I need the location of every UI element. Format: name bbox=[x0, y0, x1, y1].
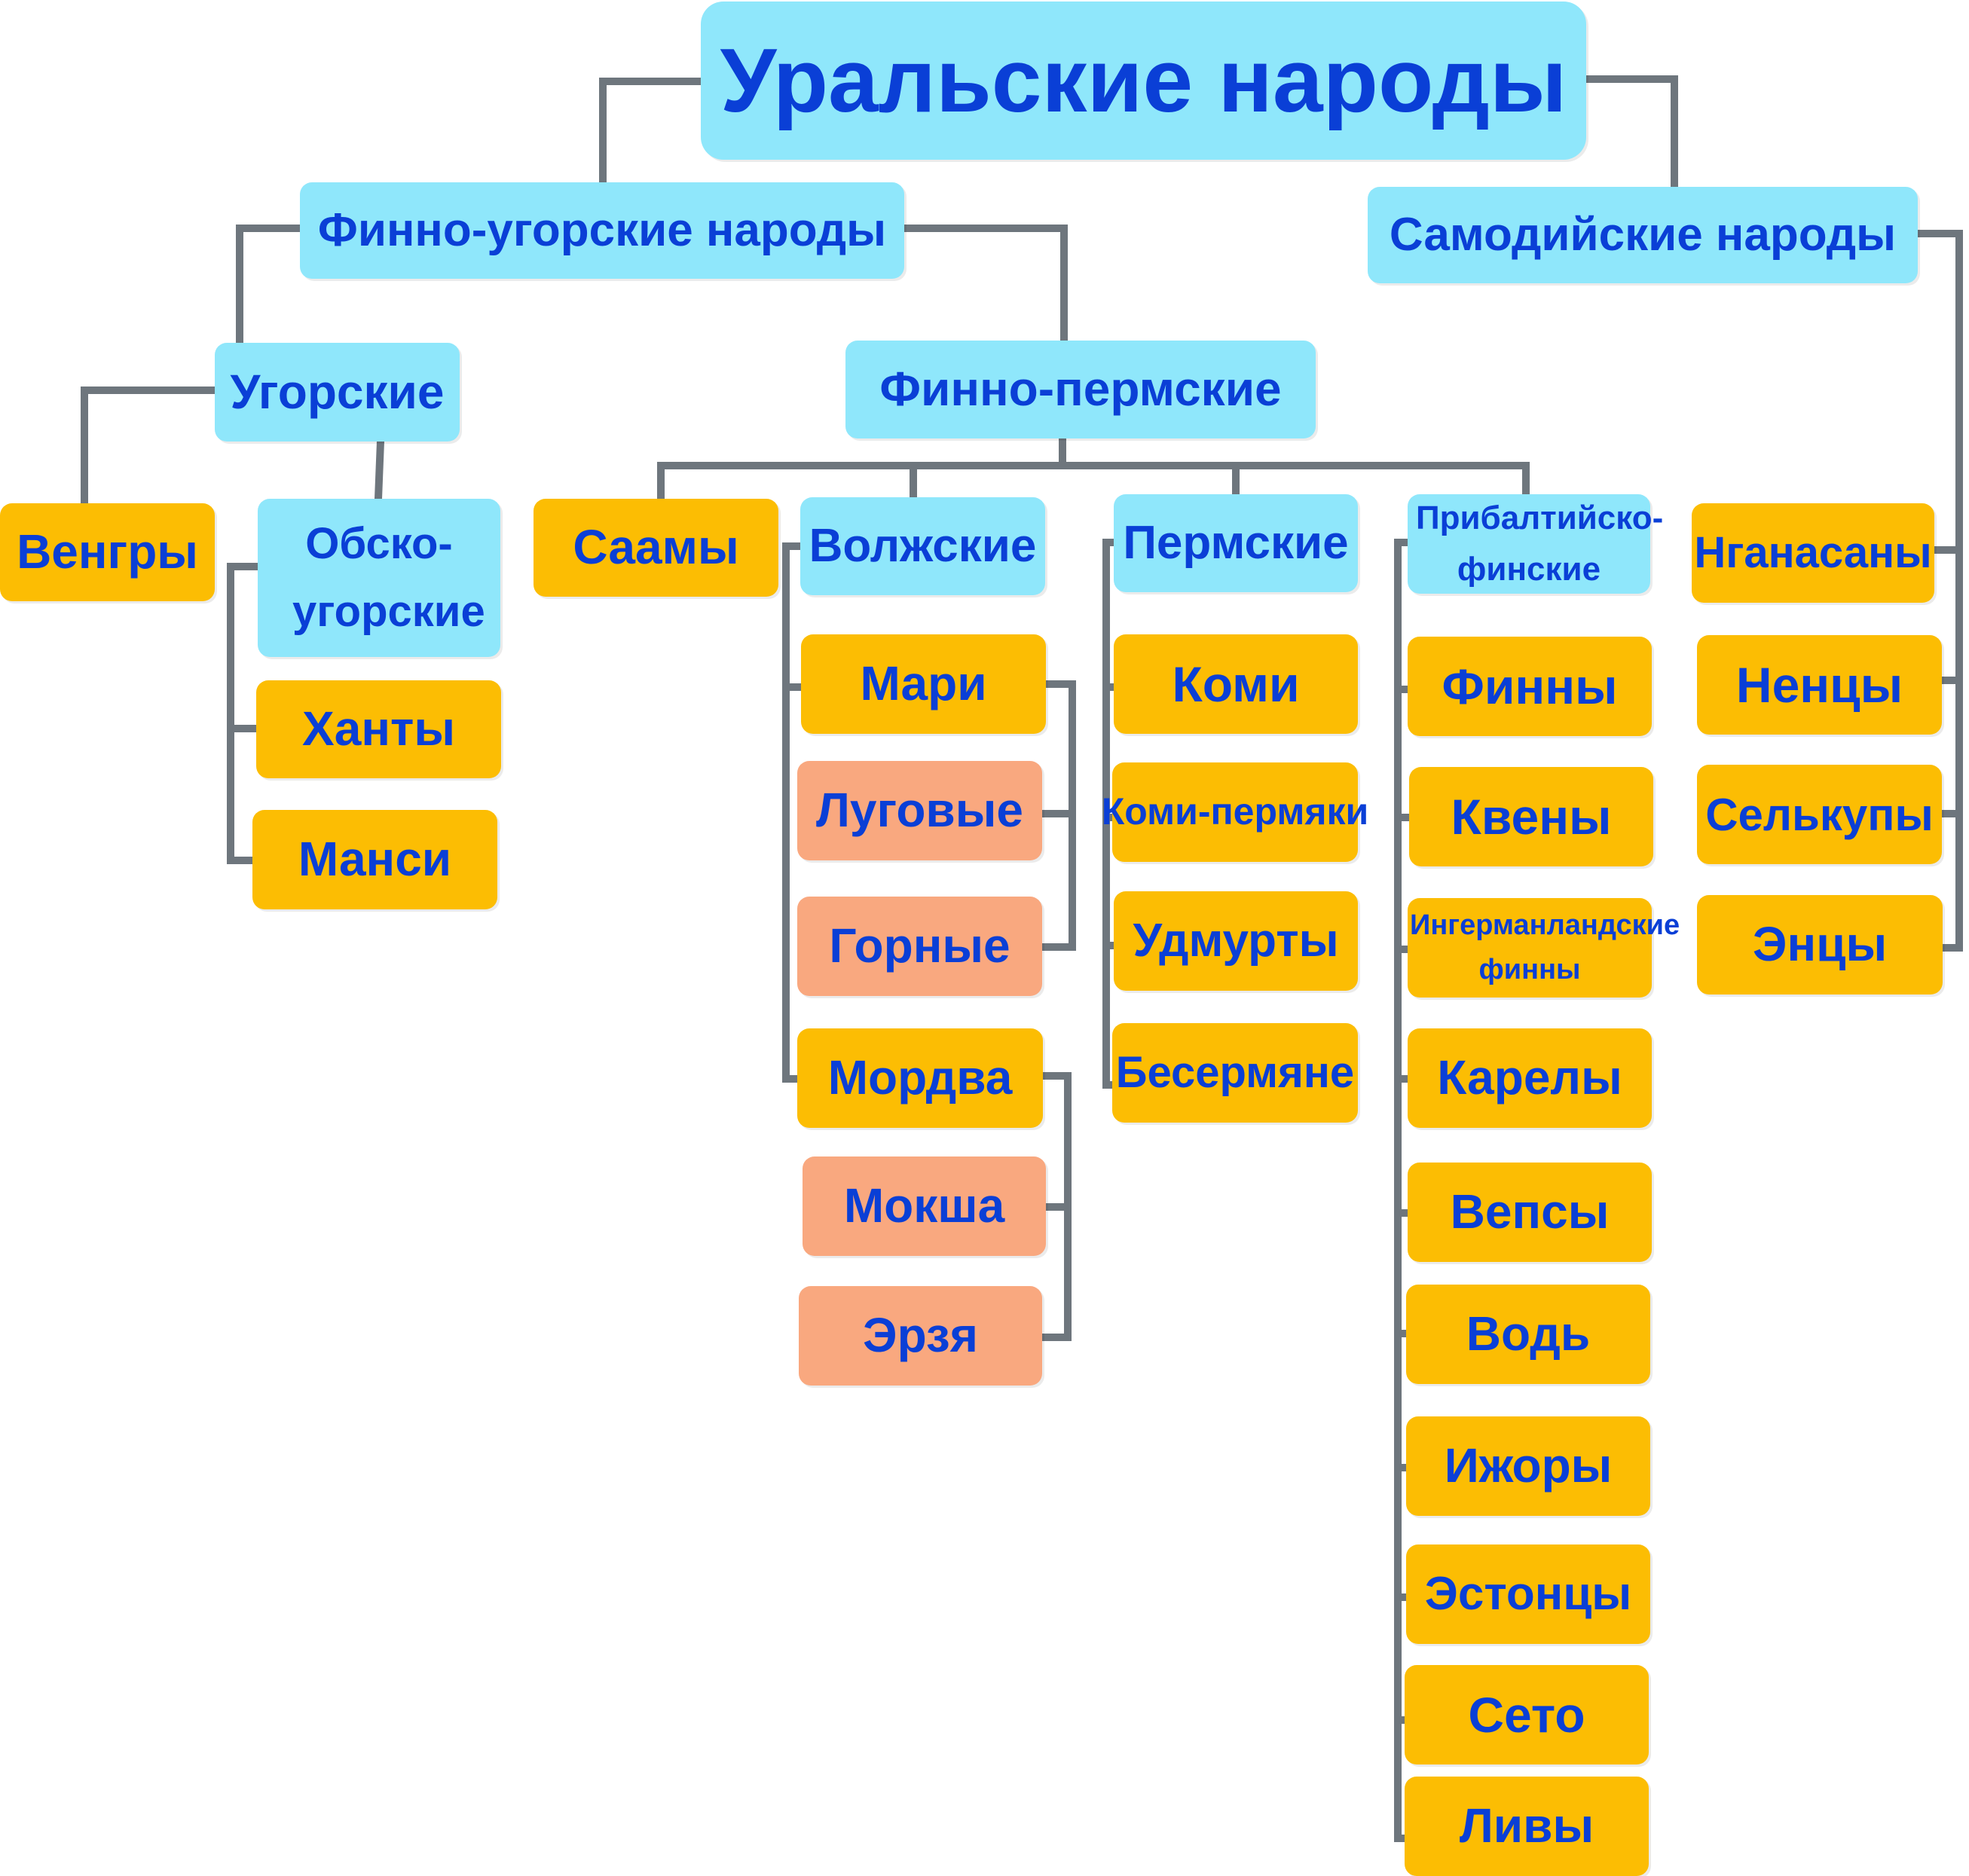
node-hungarians: Венгры bbox=[0, 503, 215, 601]
node-saami-label: Саамы bbox=[573, 520, 739, 575]
node-besermyans: Бесермяне bbox=[1112, 1023, 1358, 1123]
node-seto-label: Сето bbox=[1468, 1686, 1585, 1743]
node-finno-ugric: Финно-угорские народы bbox=[300, 182, 904, 279]
node-erzya: Эрзя bbox=[799, 1286, 1042, 1386]
node-nenets-label: Ненцы bbox=[1735, 656, 1903, 713]
node-nenets: Ненцы bbox=[1697, 635, 1942, 735]
node-mansi: Манси bbox=[252, 810, 497, 909]
node-mansi-label: Манси bbox=[298, 832, 452, 887]
node-permic: Пермские bbox=[1114, 494, 1358, 592]
node-estonians-label: Эстонцы bbox=[1424, 1567, 1632, 1620]
node-ob-ugric-label: Обско-угорские bbox=[292, 519, 485, 636]
node-komi: Коми bbox=[1114, 634, 1358, 734]
node-kvens: Квены bbox=[1409, 767, 1653, 866]
node-besermyans-label: Бесермяне bbox=[1115, 1048, 1355, 1098]
node-selkups: Селькупы bbox=[1697, 765, 1942, 864]
node-estonians: Эстонцы bbox=[1406, 1544, 1650, 1644]
node-livs: Ливы bbox=[1405, 1777, 1649, 1876]
node-karelians: Карелы bbox=[1408, 1028, 1652, 1128]
node-erzya-label: Эрзя bbox=[863, 1308, 978, 1363]
node-veps: Вепсы bbox=[1408, 1163, 1652, 1262]
node-mordva-label: Мордва bbox=[827, 1050, 1013, 1105]
node-volga-label: Волжские bbox=[809, 519, 1037, 572]
node-selkups-label: Селькупы bbox=[1705, 789, 1934, 840]
node-hungarians-label: Венгры bbox=[17, 524, 198, 579]
node-samoyedic-label: Самодийские народы bbox=[1389, 208, 1897, 261]
node-ugric: Угорские bbox=[215, 343, 460, 442]
node-finno-permic: Финно-пермские bbox=[845, 341, 1316, 438]
root-node: Уральские народы bbox=[701, 2, 1586, 160]
node-komi-label: Коми bbox=[1172, 655, 1300, 712]
node-enets: Энцы bbox=[1697, 895, 1943, 995]
node-samoyedic: Самодийские народы bbox=[1368, 187, 1918, 283]
root-title: Уральские народы bbox=[720, 30, 1567, 131]
node-livs-label: Ливы bbox=[1459, 1798, 1594, 1853]
node-ingrian-finns-label: Ингерманландские финны bbox=[1410, 909, 1680, 985]
node-moksha-label: Мокша bbox=[843, 1178, 1005, 1233]
node-khanty: Ханты bbox=[256, 680, 501, 778]
node-izhorians: Ижоры bbox=[1406, 1416, 1650, 1516]
node-mari: Мари bbox=[801, 634, 1046, 734]
node-finno-ugric-label: Финно-угорские народы bbox=[317, 203, 887, 256]
node-komi-permyaks-label: Коми-пермяки bbox=[1101, 790, 1369, 833]
node-saami: Саамы bbox=[534, 499, 778, 597]
node-seto: Сето bbox=[1405, 1665, 1649, 1764]
node-moksha: Мокша bbox=[803, 1156, 1046, 1256]
node-permic-label: Пермские bbox=[1123, 516, 1349, 569]
node-udmurts: Удмурты bbox=[1114, 891, 1358, 991]
node-finno-permic-label: Финно-пермские bbox=[879, 362, 1282, 417]
node-khanty-label: Ханты bbox=[302, 701, 455, 756]
node-nganasans: Нганасаны bbox=[1692, 503, 1934, 603]
node-enets-label: Энцы bbox=[1752, 917, 1888, 972]
node-meadow-mari: Луговые bbox=[797, 761, 1042, 860]
node-komi-permyaks: Коми-пермяки bbox=[1102, 762, 1368, 862]
node-mountain-mari-label: Горные bbox=[829, 918, 1010, 973]
node-finns: Финны bbox=[1408, 637, 1652, 736]
node-mountain-mari: Горные bbox=[797, 897, 1042, 996]
node-mari-label: Мари bbox=[860, 656, 987, 711]
node-udmurts-label: Удмурты bbox=[1133, 914, 1339, 967]
node-ob-ugric: Обско-угорские bbox=[258, 499, 500, 657]
node-baltic-finnic: Прибалтийско-финские bbox=[1408, 494, 1664, 594]
node-votes-label: Водь bbox=[1466, 1306, 1591, 1361]
node-karelians-label: Карелы bbox=[1437, 1050, 1622, 1105]
node-finns-label: Финны bbox=[1442, 658, 1618, 714]
node-izhorians-label: Ижоры bbox=[1444, 1438, 1613, 1493]
node-ingrian-finns: Ингерманландские финны bbox=[1408, 898, 1680, 998]
node-votes: Водь bbox=[1406, 1285, 1650, 1384]
node-baltic-finnic-label: Прибалтийско-финские bbox=[1416, 499, 1664, 588]
node-volga: Волжские bbox=[800, 497, 1045, 595]
node-veps-label: Вепсы bbox=[1450, 1184, 1610, 1239]
node-nganasans-label: Нганасаны bbox=[1694, 528, 1932, 578]
node-ugric-label: Угорские bbox=[230, 364, 445, 419]
node-meadow-mari-label: Луговые bbox=[816, 783, 1023, 838]
node-mordva: Мордва bbox=[797, 1028, 1043, 1128]
node-kvens-label: Квены bbox=[1451, 788, 1612, 845]
